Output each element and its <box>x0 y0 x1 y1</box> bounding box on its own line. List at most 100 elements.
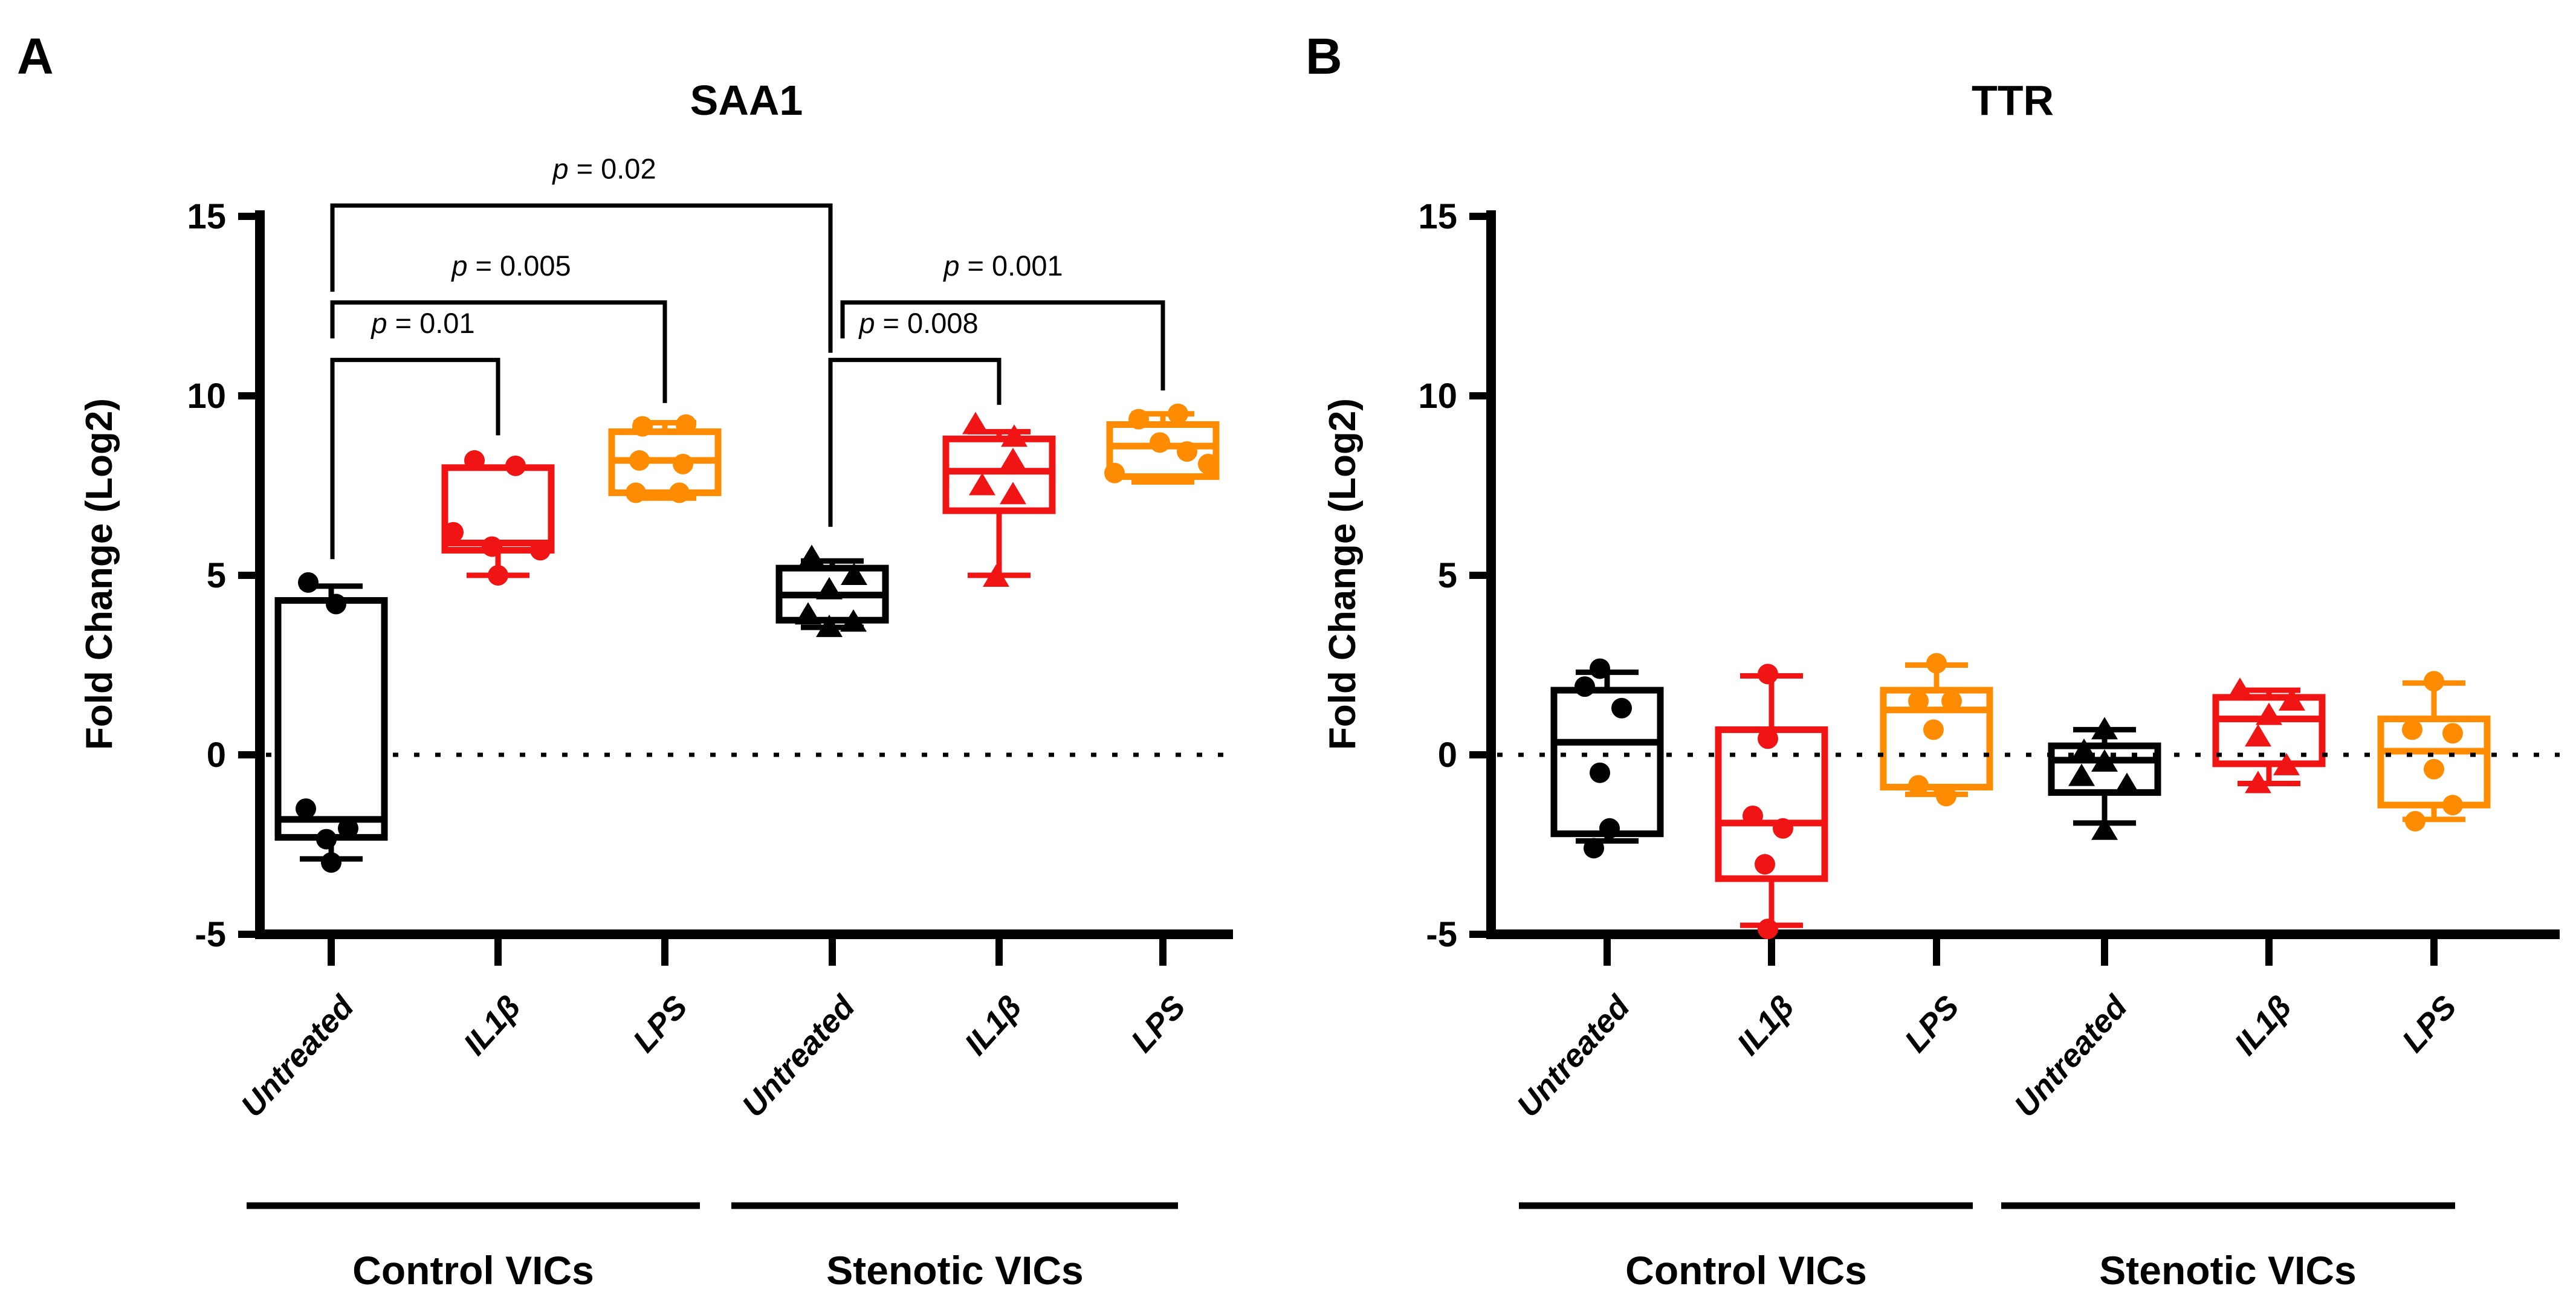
data-point-circle-B-0 <box>1574 676 1595 697</box>
data-point-triangle-A-4 <box>1000 482 1026 505</box>
data-point-triangle-B-4 <box>2245 771 2271 793</box>
group-label-A-0: Control VICs <box>352 1248 594 1293</box>
data-point-circle-B-2 <box>1941 690 1962 711</box>
data-point-circle-A-2 <box>669 482 690 503</box>
category-label-B-2: LPS <box>1898 989 1966 1059</box>
data-point-triangle-B-4 <box>2227 677 2253 700</box>
category-label-B-1: IL1β <box>1730 989 1801 1062</box>
y-tick-label-B-0: 0 <box>1438 735 1457 775</box>
data-point-triangle-B-3 <box>2091 817 2118 840</box>
box-plot-A-0 <box>274 597 388 841</box>
data-point-circle-A-5 <box>1198 453 1218 474</box>
data-point-triangle-A-4 <box>1001 424 1027 447</box>
y-tick-label-B-15: 15 <box>1418 197 1457 236</box>
data-point-circle-A-1 <box>488 565 508 586</box>
data-point-circle-B-0 <box>1599 818 1620 839</box>
box-plot-A-4 <box>942 435 1056 514</box>
data-point-triangle-A-3 <box>840 609 867 632</box>
chart-layer: p = 0.01 p = 0.005 p = 0.02 p = 0.008 p = 0.… <box>187 153 2560 1293</box>
data-point-circle-B-2 <box>1908 690 1929 711</box>
data-point-circle-B-1 <box>1773 818 1793 839</box>
y-tick-label-A-15: 15 <box>187 197 226 236</box>
data-point-triangle-A-3 <box>841 563 867 585</box>
data-point-circle-A-0 <box>298 572 319 593</box>
data-point-circle-A-0 <box>316 829 337 850</box>
data-point-circle-A-1 <box>464 450 485 471</box>
data-point-circle-B-0 <box>1590 658 1610 679</box>
data-point-circle-B-5 <box>2442 795 2463 816</box>
data-point-triangle-A-4 <box>1000 447 1026 470</box>
data-point-triangle-B-3 <box>2114 772 2140 795</box>
data-point-circle-B-2 <box>1926 653 1947 674</box>
box-plot-B-0 <box>1550 687 1664 838</box>
data-point-triangle-A-4 <box>969 473 995 496</box>
data-point-circle-B-1 <box>1755 854 1775 875</box>
data-point-circle-A-1 <box>530 540 551 561</box>
data-point-triangle-B-4 <box>2273 752 2300 775</box>
data-point-circle-A-5 <box>1128 409 1149 430</box>
data-point-circle-A-0 <box>338 818 358 839</box>
y-tick-label-A-5: 5 <box>207 556 226 595</box>
data-point-circle-A-2 <box>629 450 650 471</box>
data-point-triangle-A-4 <box>962 412 989 435</box>
data-point-circle-A-5 <box>1150 432 1170 453</box>
data-point-circle-A-1 <box>443 522 464 543</box>
significance-bracket-A-3 <box>828 358 1002 527</box>
data-point-circle-A-2 <box>676 414 696 435</box>
data-point-triangle-B-4 <box>2245 724 2271 747</box>
data-point-circle-B-1 <box>1758 664 1778 685</box>
y-tick-label-B-10: 10 <box>1418 376 1457 416</box>
panel-b-letter: B <box>1306 28 1342 85</box>
data-point-triangle-B-4 <box>2256 702 2282 725</box>
data-point-circle-A-1 <box>482 536 502 557</box>
data-point-circle-B-5 <box>2424 671 2444 692</box>
y-tick-label-A-0: 0 <box>207 735 226 775</box>
data-point-triangle-B-3 <box>2068 763 2095 786</box>
data-point-circle-A-0 <box>296 798 316 819</box>
data-point-triangle-B-4 <box>2279 688 2305 711</box>
significance-bracket-A-0 <box>330 358 500 560</box>
group-label-B-1: Stenotic VICs <box>2099 1248 2356 1293</box>
data-point-triangle-B-3 <box>2091 749 2118 772</box>
data-point-triangle-A-3 <box>795 602 821 625</box>
y-tick-label-B--5: -5 <box>1426 915 1457 954</box>
data-point-triangle-A-4 <box>983 564 1009 587</box>
box-plot-B-1 <box>1715 726 1828 882</box>
data-point-triangle-A-3 <box>816 615 843 638</box>
p-value-label-A-1: p = 0.005 <box>450 250 571 282</box>
category-label-B-0: Untreated <box>1510 988 1637 1124</box>
category-label-A-0: Untreated <box>235 988 361 1124</box>
significance-bracket-A-2 <box>330 203 833 353</box>
data-point-circle-B-5 <box>2442 723 2463 744</box>
panel-b-y-axis-label: Fold Change (Log2) <box>1322 398 1364 750</box>
data-point-circle-A-5 <box>1168 403 1188 424</box>
p-value-label-A-3: p = 0.008 <box>858 307 978 339</box>
data-point-circle-A-2 <box>673 453 693 474</box>
category-label-A-1: IL1β <box>457 989 528 1062</box>
p-value-label-A-2: p = 0.02 <box>551 153 656 185</box>
data-point-circle-B-5 <box>2424 758 2444 780</box>
data-point-circle-A-0 <box>326 593 346 615</box>
y-tick-label-A-10: 10 <box>187 376 226 416</box>
data-point-circle-B-0 <box>1584 838 1604 859</box>
panel-a-y-axis-label: Fold Change (Log2) <box>79 398 120 750</box>
data-point-triangle-A-3 <box>816 577 843 599</box>
group-label-A-1: Stenotic VICs <box>826 1248 1083 1293</box>
category-label-B-3: Untreated <box>2008 988 2135 1124</box>
data-point-circle-B-2 <box>1923 719 1944 740</box>
significance-bracket-A-1 <box>330 300 667 403</box>
category-label-B-4: IL1β <box>2228 989 2299 1062</box>
group-label-B-0: Control VICs <box>1625 1248 1867 1293</box>
data-point-triangle-A-3 <box>798 545 825 567</box>
panel-b-title: TTR <box>1972 77 2054 124</box>
data-point-triangle-B-3 <box>2091 717 2118 740</box>
p-value-label-A-0: p = 0.01 <box>370 307 474 339</box>
data-point-circle-B-2 <box>1936 786 1956 807</box>
data-point-circle-B-1 <box>1758 919 1778 940</box>
p-value-label-A-4: p = 0.001 <box>942 250 1063 282</box>
data-point-circle-A-2 <box>632 416 653 437</box>
data-point-circle-B-2 <box>1908 775 1929 796</box>
data-point-circle-B-0 <box>1590 762 1610 783</box>
y-tick-label-B-5: 5 <box>1438 556 1457 595</box>
